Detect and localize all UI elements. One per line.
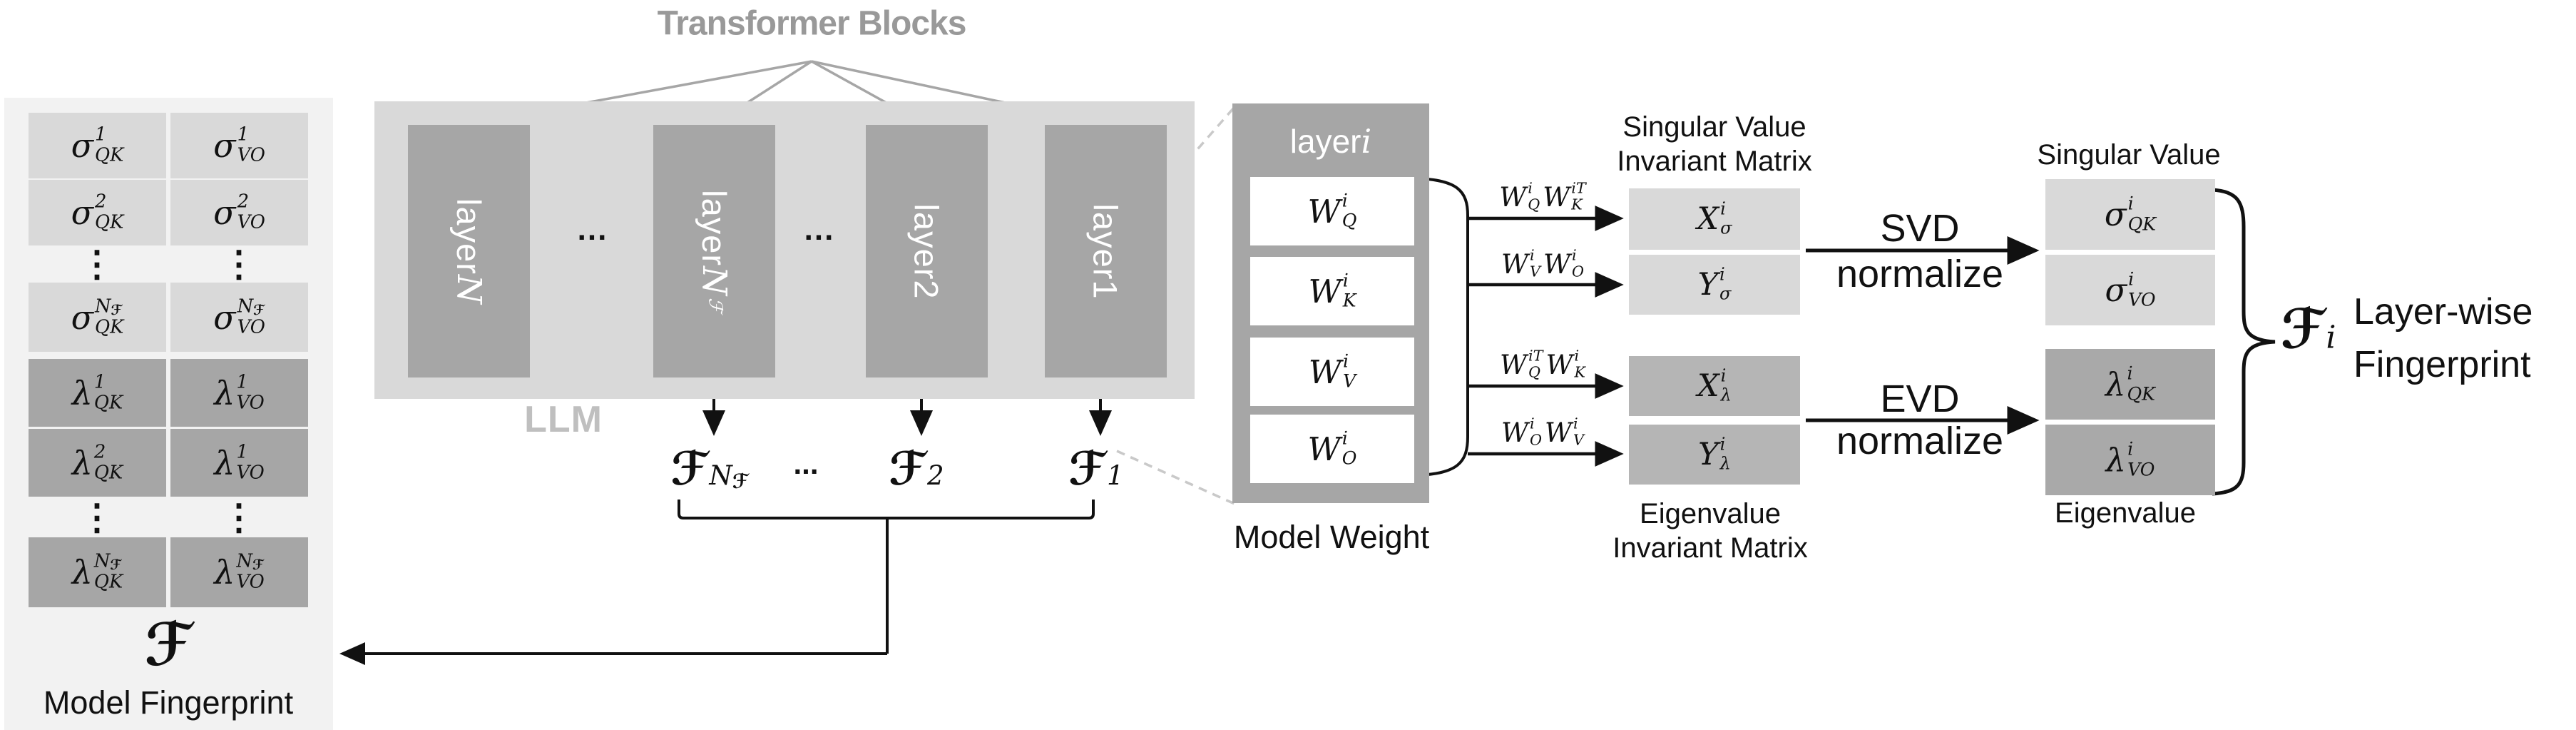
vertical-ellipsis: ⋮ xyxy=(221,244,257,284)
vertical-ellipsis: ⋮ xyxy=(221,497,257,537)
model-weight-caption: Model Weight xyxy=(1233,519,1430,555)
eigenvalue-footer: Eigenvalue xyxy=(2055,497,2196,529)
f-1-label: ℱ1 xyxy=(1068,443,1124,496)
vertical-ellipsis: ⋮ xyxy=(79,244,115,284)
layer-bar-N: layer N xyxy=(408,125,530,377)
layerwise-brace xyxy=(2212,188,2276,496)
layer-i-title: layer i xyxy=(1289,122,1372,161)
bars-ellipsis: ... xyxy=(804,212,835,247)
weights-bracket xyxy=(1416,177,1469,477)
transformer-blocks-title: Transformer Blocks xyxy=(657,4,967,43)
expansion-dashed-lines xyxy=(1116,106,1236,505)
layer-bar-1: layer 1 xyxy=(1045,125,1167,377)
f-i-symbol: ℱi xyxy=(2281,297,2336,361)
vertical-ellipsis: ⋮ xyxy=(79,497,115,537)
svd-normalize-label: normalize xyxy=(1836,253,2004,295)
svd-evd-arrows xyxy=(1806,236,2040,435)
svd-label: SVD xyxy=(1880,207,1960,250)
gather-bracket xyxy=(339,500,1095,665)
bars-ellipsis: ... xyxy=(577,212,608,247)
model-fingerprint-caption: Model Fingerprint xyxy=(43,684,294,721)
product-arrows xyxy=(1468,206,1624,467)
singular-value-header: Singular Value xyxy=(2037,139,2221,171)
llm-label: LLM xyxy=(524,399,603,440)
evd-label: EVD xyxy=(1880,377,1960,420)
f-row-ellipsis: ... xyxy=(793,447,819,480)
layer-bar-2: layer 2 xyxy=(866,125,988,377)
f-NF-label: ℱNℱ xyxy=(670,443,749,496)
f-2-label: ℱ2 xyxy=(889,443,944,496)
model-fingerprint-symbol: ℱ xyxy=(144,612,193,679)
evd-normalize-label: normalize xyxy=(1836,420,2004,462)
